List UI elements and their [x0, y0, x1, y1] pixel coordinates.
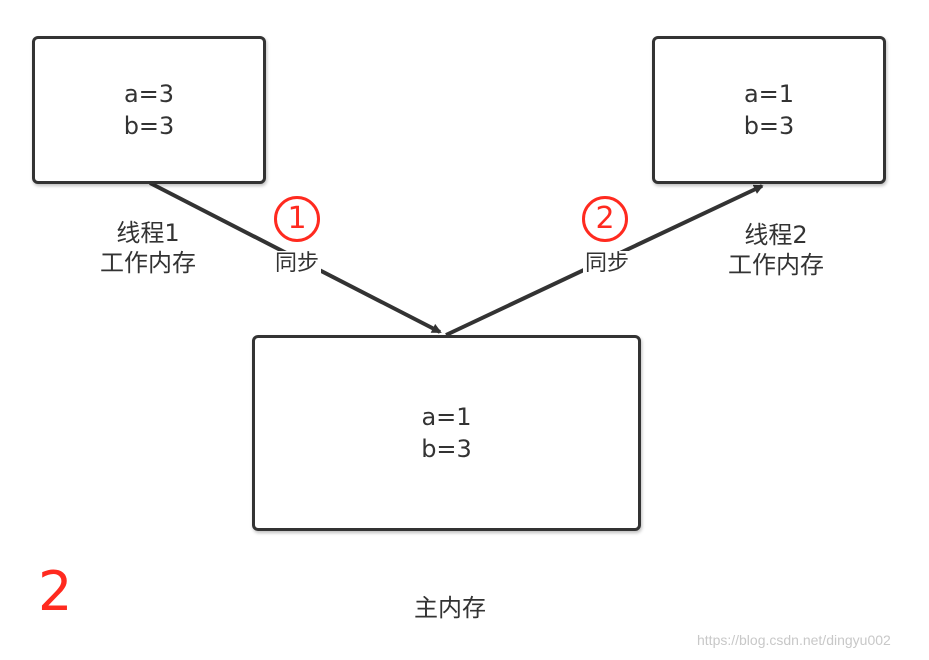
- watermark: https://blog.csdn.net/dingyu002: [697, 632, 891, 648]
- thread1-label-line1: 线程1: [116, 219, 180, 247]
- thread1-memory-box: a=3 b=3: [32, 36, 266, 184]
- thread2-label-line2: 工作内存: [728, 251, 824, 279]
- main-var-a: a=1: [421, 403, 472, 431]
- sync2-circled-number: 2: [582, 196, 628, 242]
- main-memory-label: 主内存: [414, 594, 486, 622]
- thread1-var-a: a=3: [123, 80, 175, 108]
- step-number: 2: [38, 560, 73, 623]
- thread2-var-a: a=1: [743, 80, 795, 108]
- thread1-label-line2: 工作内存: [100, 249, 196, 277]
- thread1-var-b: b=3: [123, 112, 175, 140]
- sync2-label: 同步: [583, 251, 632, 277]
- thread2-var-b: b=3: [743, 112, 795, 140]
- sync1-label: 同步: [273, 251, 322, 277]
- thread1-label: 线程1 工作内存: [88, 218, 208, 278]
- thread2-memory-box: a=1 b=3: [652, 36, 886, 184]
- thread2-label-line1: 线程2: [744, 221, 808, 249]
- main-memory-box: a=1 b=3: [252, 335, 641, 531]
- main-var-b: b=3: [421, 435, 472, 463]
- sync1-circled-number: 1: [274, 196, 320, 242]
- thread2-label: 线程2 工作内存: [716, 220, 836, 280]
